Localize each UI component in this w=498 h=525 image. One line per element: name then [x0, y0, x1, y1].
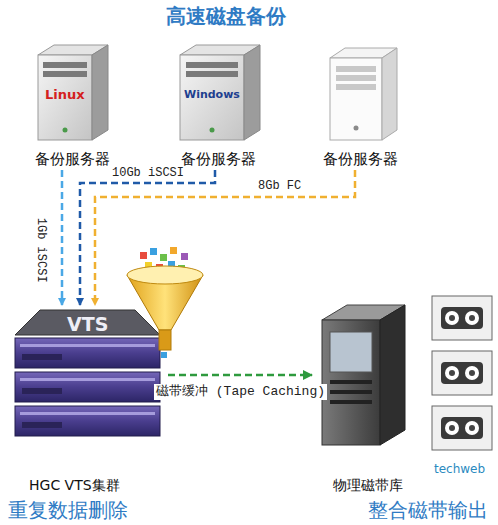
server-label: 备份服务器	[35, 150, 110, 168]
server-node: Linux 备份服务器	[22, 42, 122, 170]
diagram-title: 高速磁盘备份	[166, 4, 286, 28]
tape-cartridge	[432, 351, 492, 395]
dashed-link	[80, 170, 215, 305]
link-label: 10Gb iSCSI	[110, 166, 186, 180]
device-label: 物理磁带库	[333, 477, 403, 494]
link-label: 1Gb iSCSI	[33, 216, 47, 285]
server-node: 备份服务器	[305, 42, 415, 170]
tape-cartridge	[432, 406, 492, 450]
dashed-link	[61, 170, 64, 305]
dedup-funnel	[127, 247, 203, 358]
windows-server	[180, 45, 260, 140]
backup-server	[330, 48, 397, 140]
server-node: Windows 备份服务器	[168, 42, 268, 170]
dashed-link	[95, 170, 355, 305]
link-label: 磁带缓冲 (Tape Caching)	[154, 384, 327, 400]
link-label: 8Gb FC	[256, 179, 303, 193]
feature-caption: 整合磁带输出	[368, 498, 488, 522]
device-label: HGC VTS集群	[29, 477, 120, 494]
device-logo: VTS	[67, 313, 108, 336]
feature-caption: 重复数据删除	[8, 498, 128, 522]
library-node: 物理磁带库	[312, 300, 424, 500]
dashed-link	[168, 374, 312, 377]
os-label: Linux	[45, 87, 85, 103]
vts-node: VTS HGC VTS集群	[12, 305, 168, 500]
server-label: 备份服务器	[323, 150, 398, 168]
vts-cluster	[15, 310, 160, 436]
linux-server	[38, 45, 108, 140]
os-label: Windows	[184, 88, 240, 101]
watermark: techweb	[434, 462, 485, 476]
server-label: 备份服务器	[181, 150, 256, 168]
tape-cartridge	[432, 296, 492, 340]
tape-library	[322, 305, 405, 445]
